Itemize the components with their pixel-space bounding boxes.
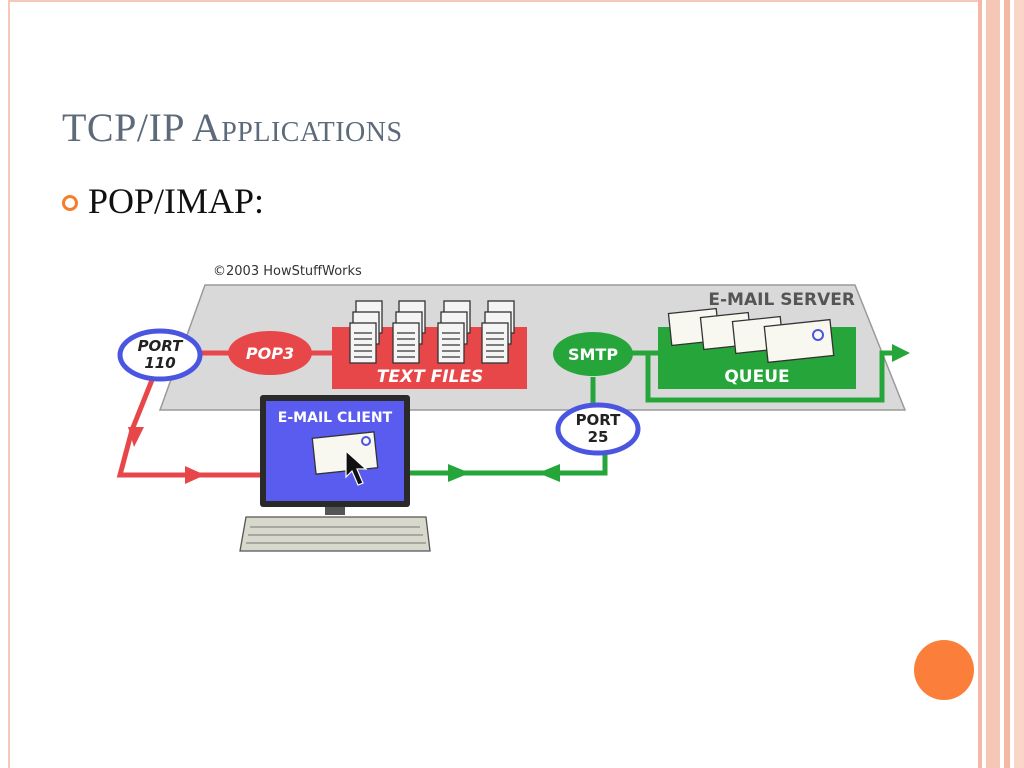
green-arrow-1 <box>448 464 470 482</box>
smtp-text: SMTP <box>568 345 618 364</box>
port-110-text-line2: 110 <box>144 354 175 372</box>
envelope-stamp-icon <box>812 329 824 341</box>
slide-frame-top <box>8 0 978 2</box>
bullet-icon <box>62 195 78 211</box>
email-server-label: E-MAIL SERVER <box>708 290 855 310</box>
green-arrow-out <box>892 344 910 362</box>
envelope-stack <box>667 307 835 364</box>
diagram-svg: ©2003 HowStuffWorks E-MAIL SERVER PORT 1… <box>116 264 910 552</box>
green-path-client <box>408 450 608 476</box>
green-arrow-2 <box>538 464 560 482</box>
keyboard-icon <box>239 516 431 552</box>
bullet-text: POP/IMAP: <box>88 181 265 221</box>
red-arrow-left <box>185 466 205 484</box>
monitor-stand <box>325 507 345 515</box>
text-files-label: TEXT FILES <box>377 367 483 387</box>
pop3-badge <box>228 331 312 375</box>
port-25-badge <box>555 402 641 456</box>
email-client-label: E-MAIL CLIENT <box>278 410 393 426</box>
port-110-text-line1: PORT <box>138 337 185 355</box>
email-flow-diagram: ©2003 HowStuffWorks E-MAIL SERVER PORT 1… <box>110 255 920 560</box>
pop3-text: POP3 <box>246 344 294 363</box>
port-25-text-line2: 25 <box>588 428 609 446</box>
decorative-orange-dot <box>914 640 974 700</box>
slide-title: TCP/IP Applications <box>62 105 403 150</box>
queue-label: QUEUE <box>724 367 789 387</box>
copyright-text: ©2003 HowStuffWorks <box>213 264 362 279</box>
green-path-server <box>645 350 905 403</box>
document-lines <box>354 332 504 358</box>
port-25-text-line1: PORT <box>576 411 622 429</box>
red-arrow-down <box>128 427 144 447</box>
port-110-badge <box>117 328 203 382</box>
email-client-computer: E-MAIL CLIENT <box>239 395 431 552</box>
mouse-cursor-icon <box>345 449 368 486</box>
decorative-stripes <box>978 0 1024 768</box>
bullet-item: POP/IMAP: <box>62 180 264 222</box>
smtp-badge <box>553 332 633 376</box>
client-stamp-icon <box>361 436 371 446</box>
slide-frame-left <box>8 0 10 768</box>
